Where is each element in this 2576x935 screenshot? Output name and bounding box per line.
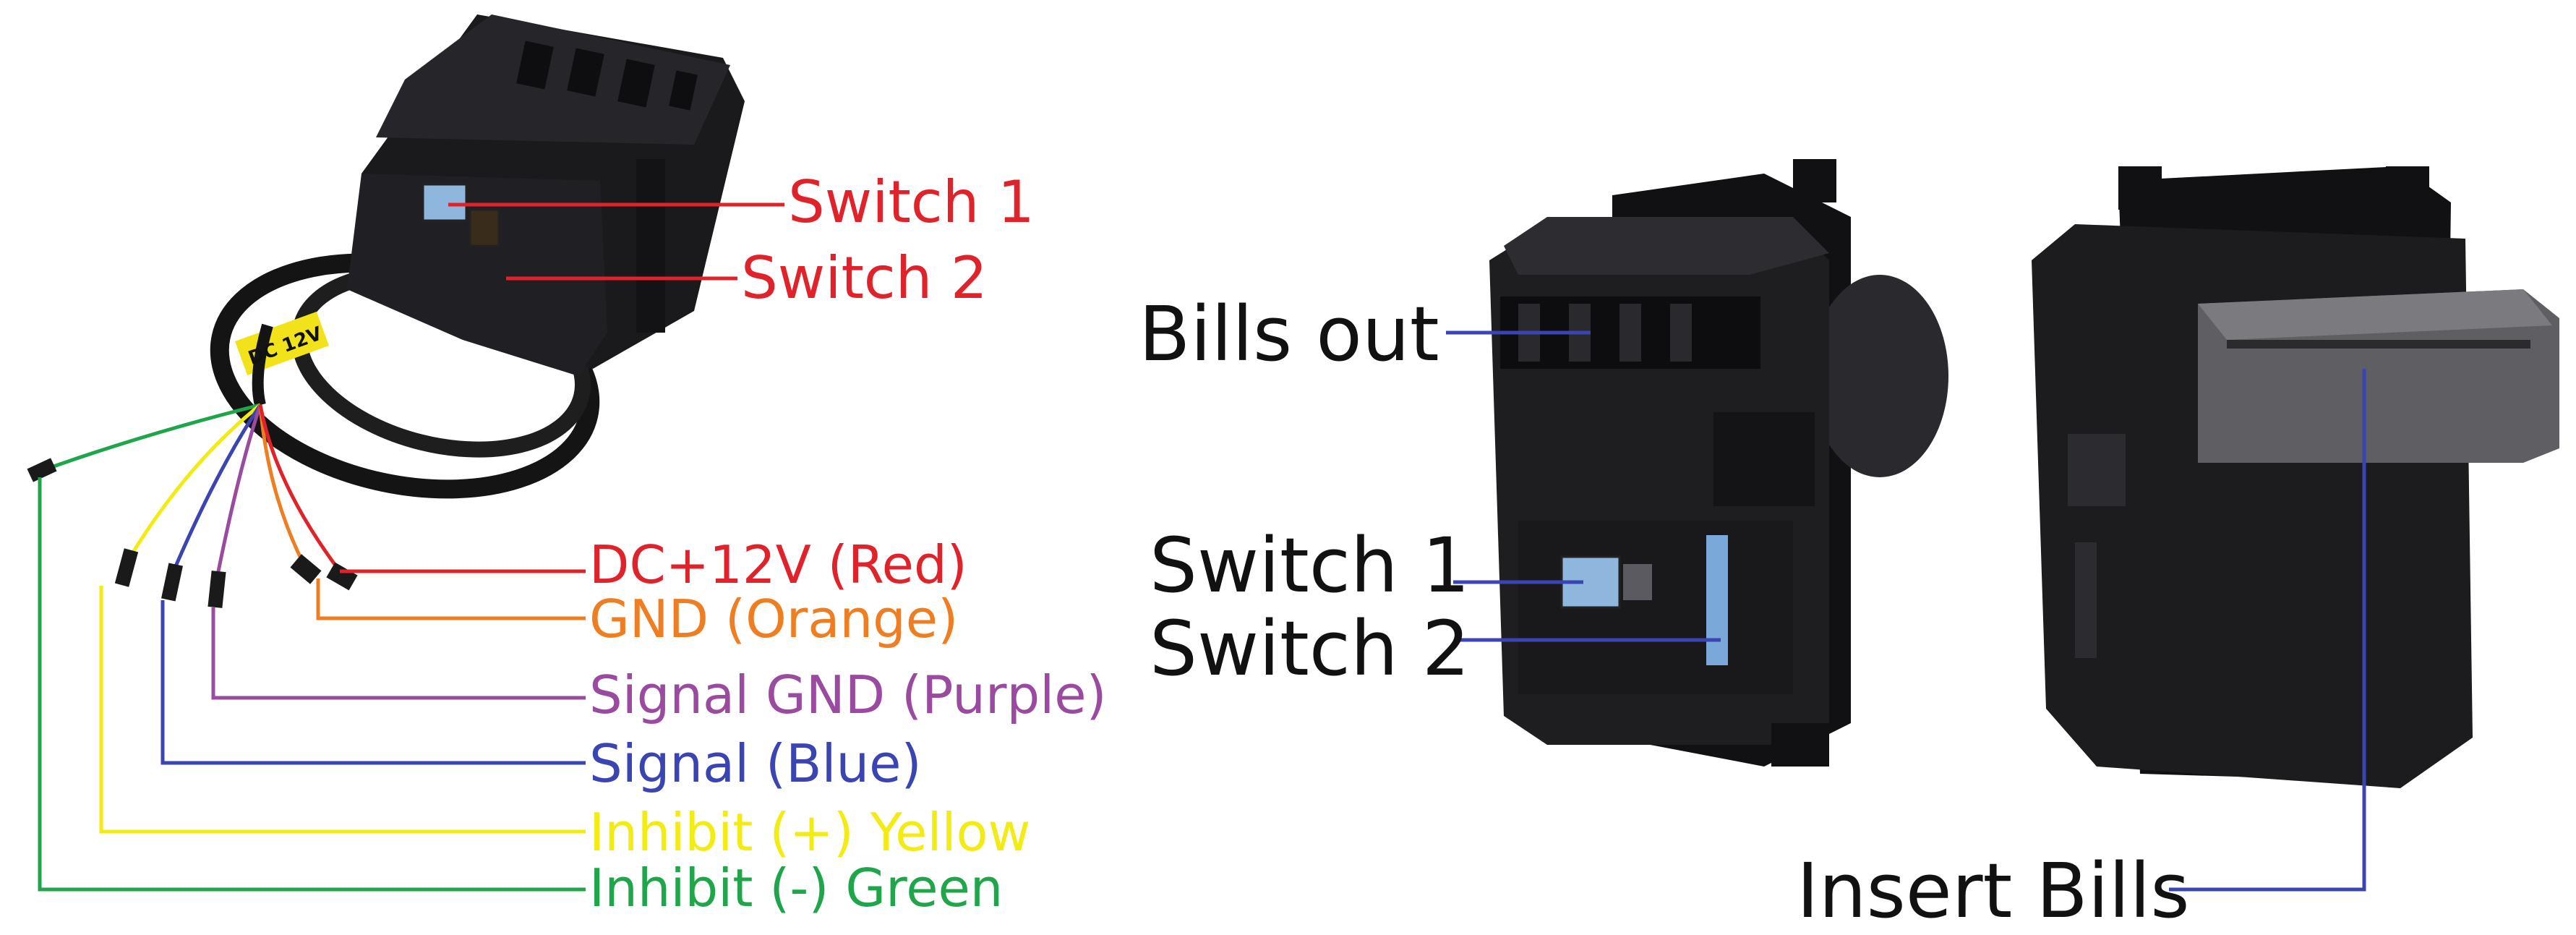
pin-yellow [114,548,139,587]
right-bracket-tab-left [2118,166,2162,210]
insert-bills-lip-top [2198,289,2552,340]
pin-red [326,562,358,591]
right-leader-lines [2169,369,2366,892]
middle-lower-panel [1518,521,1793,694]
insert-bills-slot [2227,340,2530,349]
right-side-vents [2068,434,2126,658]
pin-green [27,458,57,482]
middle-bracket-tab-top [1793,159,1836,202]
middle-leader-lines [1446,330,1721,642]
harness-bundle [252,323,273,406]
wire-dc12v-label: DC+12V (Red) [589,534,967,595]
crimp-pins [27,458,358,608]
left-leader-lines [38,202,784,892]
wire-harness [43,403,342,579]
middle-switch-window-2 [1623,564,1652,600]
device-body-top [376,14,730,145]
insert-bills-label: Insert Bills [1797,847,2190,935]
leader-inhibit-plus [99,586,586,834]
middle-top-face [1504,217,1829,275]
pin-blue [161,563,183,602]
wire-yellow [128,404,262,558]
wire-blue [171,404,262,572]
left-switch-2-label: Switch 2 [741,244,988,312]
right-bracket-tab-right [2386,166,2429,210]
left-switch-1-label: Switch 1 [788,168,1035,236]
middle-led-strip [1706,535,1728,665]
pin-orange [290,554,322,584]
wire-green [43,403,261,472]
leader-gnd [316,578,586,620]
middle-switch-2-label: Switch 2 [1150,605,1471,693]
middle-bezel [1811,275,1948,477]
wire-signal-label: Signal (Blue) [589,733,922,794]
right-bill-acceptor [2032,166,2559,788]
wire-purple [215,404,262,579]
bills-out-label: Bills out [1139,290,1439,378]
device-front-face [347,174,607,376]
wire-orange [258,404,306,565]
middle-bill-acceptor [1489,159,1948,767]
dip-switch-2-window [468,208,500,247]
wire-red [258,404,342,573]
middle-switch-1-label: Switch 1 [1150,521,1471,610]
middle-bottom-tab [1771,723,1829,767]
leader-signal [161,600,586,765]
wire-signal-gnd-label: Signal GND (Purple) [589,665,1107,725]
wire-inhibit-plus-label: Inhibit (+) Yellow [589,802,1031,863]
leader-insert-bills [2169,369,2366,892]
wire-gnd-label: GND (Orange) [589,589,959,649]
mounting-bracket [636,159,665,333]
leader-signal-gnd [211,607,586,700]
middle-side-notch [1713,412,1815,506]
dip-switch-1-window [422,183,468,222]
leader-inhibit-minus [38,477,586,892]
top-vents [516,40,698,111]
wire-inhibit-minus-label: Inhibit (-) Green [589,858,1004,918]
pin-purple [207,571,226,608]
left-bill-acceptor [210,14,745,499]
